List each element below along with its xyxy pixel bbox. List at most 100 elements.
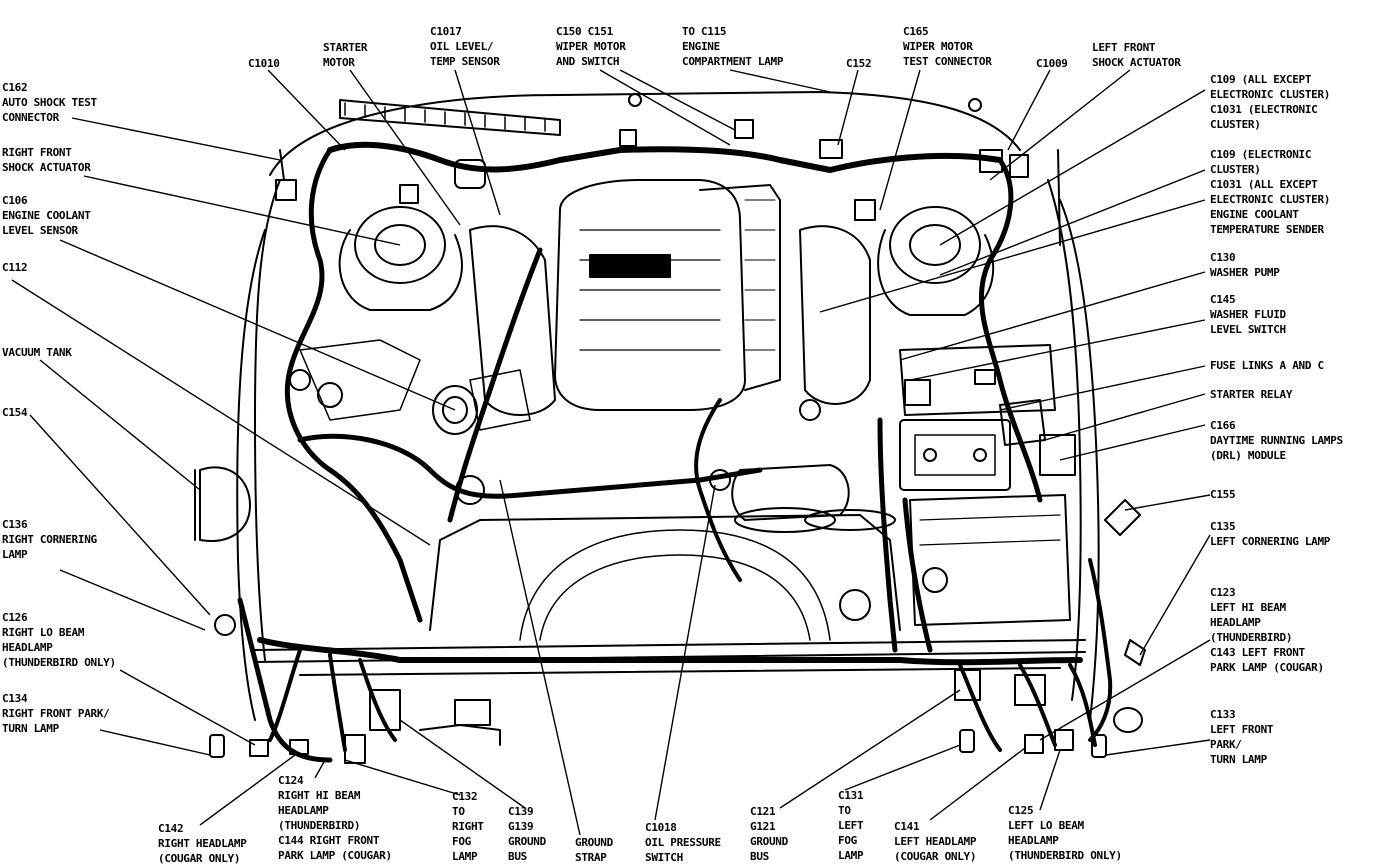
callout-line: LEFT — [838, 819, 864, 832]
leader-c139 — [399, 719, 526, 809]
leader-c106 — [59, 239, 456, 411]
right-fender — [236, 229, 266, 721]
callout-line: C141 — [894, 820, 920, 833]
callout-line: RIGHT LO BEAM — [2, 626, 85, 639]
leader-c131 — [844, 744, 961, 791]
leader-c126 — [119, 669, 256, 746]
callout-left-front-shock: LEFT FRONT SHOCK ACTUATOR — [1092, 40, 1181, 70]
callout-line: C145 — [1210, 293, 1236, 306]
cowl-vent — [339, 99, 561, 136]
leader-right-front-shock — [83, 175, 401, 246]
callout-line: C109 (ELECTRONIC — [1210, 148, 1312, 161]
callout-line: AUTO SHOCK TEST — [2, 96, 97, 109]
leader-c1010 — [267, 69, 346, 151]
callout-line: C155 — [1210, 488, 1236, 501]
callout-line: ENGINE — [682, 40, 720, 53]
leader-c1031 — [819, 199, 1206, 313]
callout-line: GROUND — [575, 836, 613, 849]
callout-line: (COUGAR ONLY) — [894, 850, 977, 863]
callout-line: OIL PRESSURE — [645, 836, 721, 849]
leader-c141 — [929, 747, 1026, 821]
callout-line: C1031 (ALL EXCEPT — [1210, 178, 1318, 191]
callout-line: ENGINE COOLANT — [1210, 208, 1299, 221]
callout-line: RIGHT CORNERING — [2, 533, 97, 546]
callout-line: C132 — [452, 790, 478, 803]
intake-plenum — [554, 179, 746, 411]
callout-starter-motor: STARTER MOTOR — [323, 40, 368, 70]
callout-line: C142 — [158, 822, 184, 835]
leader-c150 — [599, 69, 731, 146]
callout-c112: C112 — [2, 260, 28, 275]
callout-line: PARK LAMP (COUGAR) — [278, 849, 392, 862]
callout-line: HEADLAMP — [2, 641, 53, 654]
callout-line: VACUUM TANK — [2, 346, 72, 359]
callout-line: RIGHT FRONT — [2, 146, 72, 159]
leader-c132 — [344, 759, 461, 796]
leader-c1018 — [654, 484, 716, 821]
callout-line: DAYTIME RUNNING LAMPS — [1210, 434, 1343, 447]
callout-line: RIGHT HI BEAM — [278, 789, 361, 802]
callout-line: C112 — [2, 261, 28, 274]
leader-c145 — [909, 319, 1206, 381]
callout-line: C154 — [2, 406, 28, 419]
callout-line: LEFT HI BEAM — [1210, 601, 1286, 614]
callout-c155: C155 — [1210, 487, 1236, 502]
leader-c1017 — [454, 69, 501, 216]
callout-line: ENGINE COOLANT — [2, 209, 91, 222]
callout-line: (THUNDERBIRD) — [278, 819, 361, 832]
leader-to-c115 — [729, 69, 831, 93]
leader-c125 — [1039, 749, 1061, 811]
callout-line: C121 — [750, 805, 776, 818]
callout-starter-relay: STARTER RELAY — [1210, 387, 1293, 402]
callout-line: LAMP — [838, 849, 864, 862]
callout-line: LEFT FRONT — [1092, 41, 1156, 54]
callout-line: C162 — [2, 81, 28, 94]
callout-line: C109 (ALL EXCEPT — [1210, 73, 1312, 86]
callout-line: STARTER RELAY — [1210, 388, 1293, 401]
callout-line: LAMP — [452, 850, 478, 863]
leader-left-front-shock — [989, 69, 1131, 181]
callout-right-front-shock: RIGHT FRONT SHOCK ACTUATOR — [2, 145, 91, 175]
callout-line: RIGHT — [452, 820, 484, 833]
cowl-outline — [269, 91, 1021, 176]
leader-c162 — [71, 117, 281, 161]
leader-c1009 — [1007, 69, 1051, 151]
callout-c152: C152 — [846, 56, 872, 71]
callout-line: FOG — [452, 835, 471, 848]
callout-line: SHOCK ACTUATOR — [2, 161, 91, 174]
callout-line: MOTOR — [323, 56, 355, 69]
radiator-support — [254, 639, 1086, 651]
callout-line: RIGHT FRONT PARK/ — [2, 707, 110, 720]
callout-line: C1018 — [645, 821, 677, 834]
callout-line: SHOCK ACTUATOR — [1092, 56, 1181, 69]
callout-line: C139 — [508, 805, 534, 818]
left-fender — [1059, 199, 1100, 721]
callout-line: STARTER — [323, 41, 368, 54]
callout-line: C1031 (ELECTRONIC — [1210, 103, 1318, 116]
callout-line: C1010 — [248, 57, 280, 70]
leader-c151 — [619, 69, 736, 131]
leader-c134 — [99, 729, 211, 756]
callout-vacuum-tank: VACUUM TANK — [2, 345, 72, 360]
callout-line: C125 — [1008, 804, 1034, 817]
callout-line: (COUGAR ONLY) — [158, 852, 241, 865]
callout-line: LEVEL SENSOR — [2, 224, 78, 237]
